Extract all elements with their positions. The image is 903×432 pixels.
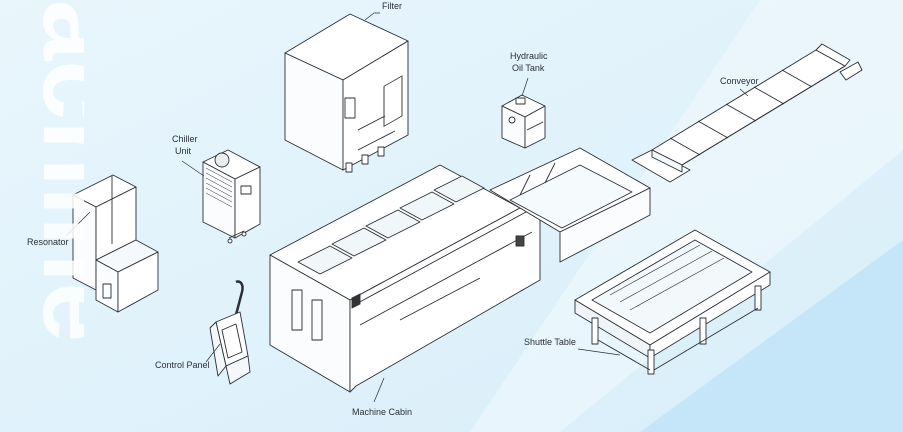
conveyor bbox=[631, 43, 863, 183]
label-resonator: Resonator bbox=[27, 237, 69, 247]
chiller-leader bbox=[181, 160, 205, 177]
background-stripe-2 bbox=[470, 0, 903, 432]
label-control-panel: Control Panel bbox=[155, 360, 210, 370]
label-chiller-line1: Chiller bbox=[172, 134, 198, 144]
label-conveyor: Conveyor bbox=[720, 76, 759, 86]
machine-cabin bbox=[269, 164, 541, 393]
hydraulic-leader bbox=[521, 77, 529, 97]
control-panel bbox=[209, 280, 251, 385]
filter-leader bbox=[364, 12, 380, 21]
filter-unit bbox=[284, 13, 409, 173]
watermark: achine bbox=[0, 0, 84, 432]
label-shuttle-table: Shuttle Table bbox=[524, 337, 576, 347]
label-hydraulic-line1: Hydraulic bbox=[510, 51, 548, 61]
shuttle-table bbox=[574, 229, 771, 375]
label-machine-cabin: Machine Cabin bbox=[352, 407, 413, 417]
label-chiller-line2: Unit bbox=[175, 146, 192, 156]
conveyor-leader bbox=[739, 88, 749, 97]
resonator-leader bbox=[65, 211, 91, 237]
resonator bbox=[72, 174, 159, 313]
chiller-unit bbox=[202, 149, 261, 244]
hydraulic-oil-tank bbox=[501, 94, 546, 149]
watermark-text: achine bbox=[21, 0, 84, 342]
machine-bed bbox=[489, 147, 651, 263]
shuttle-table-leader bbox=[577, 348, 621, 356]
label-hydraulic-line2: Oil Tank bbox=[512, 63, 545, 73]
label-filter: Filter bbox=[382, 1, 402, 11]
machine-cabin-leader bbox=[373, 377, 385, 403]
background-stripe bbox=[640, 240, 903, 432]
control-panel-leader bbox=[205, 343, 221, 363]
